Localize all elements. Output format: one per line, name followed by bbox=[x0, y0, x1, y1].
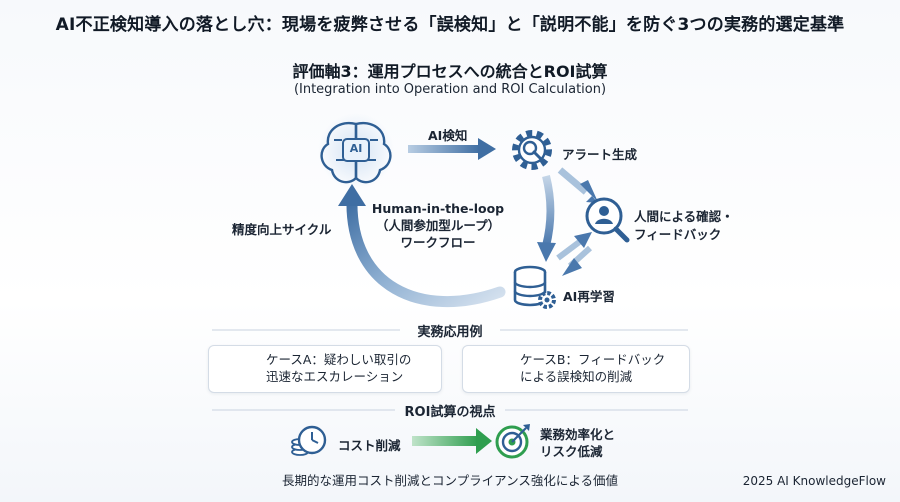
arrow-ai-to-alert bbox=[408, 138, 496, 160]
cost-reduction-label: コスト削減 bbox=[338, 438, 401, 453]
section-title-en: (Integration into Operation and ROI Calc… bbox=[293, 82, 607, 97]
database-gear-icon bbox=[513, 265, 556, 309]
case-a-line2: 迅速なエスカレーション bbox=[266, 369, 404, 384]
ai-node-label: AI bbox=[349, 142, 363, 155]
roi-note: 長期的な運用コスト削減とコンプライアンス強化による価値 bbox=[281, 473, 618, 488]
hitl-label: Human-in-the-loop （人間参加型ループ） ワークフロー bbox=[368, 200, 508, 251]
hitl-line2: （人間参加型ループ） bbox=[375, 218, 501, 233]
efficiency-label: 業務効率化と リスク低減 bbox=[540, 426, 615, 460]
case-b-text: ケースB：フィードバック による誤検知の削減 bbox=[520, 351, 665, 385]
case-a-line1: ケースA：疑わしい取引の bbox=[266, 352, 412, 367]
user-search-icon bbox=[585, 197, 630, 243]
section-title: 評価軸3：運用プロセスへの統合とROI試算 bbox=[292, 62, 608, 81]
case-b-card bbox=[462, 345, 690, 393]
arrow-human-to-retrain bbox=[562, 245, 593, 276]
ai-brain-icon bbox=[318, 113, 394, 189]
roi-heading: ROI試算の視点 bbox=[404, 405, 496, 420]
hitl-line1: Human-in-the-loop bbox=[371, 201, 505, 216]
arrow-cost-to-efficiency bbox=[412, 428, 492, 454]
case-a-text: ケースA：疑わしい取引の 迅速なエスカレーション bbox=[266, 351, 411, 385]
ai-detect-label: AI検知 bbox=[428, 128, 468, 143]
alert-label: アラート生成 bbox=[562, 147, 638, 162]
arrow-retrain-to-human bbox=[556, 232, 592, 261]
arrow-alert-to-retrain bbox=[537, 175, 556, 262]
case-a-card bbox=[208, 345, 442, 393]
credit: 2025 AI KnowledgeFlow bbox=[742, 474, 886, 488]
accuracy-cycle-label: 精度向上サイクル bbox=[232, 222, 332, 237]
gear-search-icon bbox=[512, 130, 552, 170]
case-b-line2: による誤検知の削減 bbox=[520, 369, 633, 384]
human-check-line2: フィードバック bbox=[634, 227, 722, 242]
human-check-line1: 人間による確認・ bbox=[634, 209, 734, 224]
efficiency-line1: 業務効率化と bbox=[540, 427, 616, 442]
retrain-label: AI再学習 bbox=[563, 289, 615, 304]
human-check-label: 人間による確認・ フィードバック bbox=[634, 208, 734, 244]
arrow-retrain-to-ai bbox=[338, 184, 506, 308]
hitl-line3: ワークフロー bbox=[400, 235, 476, 250]
arrow-alert-to-human bbox=[557, 167, 598, 203]
case-b-line1: ケースB：フィードバック bbox=[520, 352, 666, 367]
cost-clock-icon bbox=[291, 425, 327, 456]
main-title: AI不正検知導入の落とし穴：現場を疲弊させる「誤検知」と「説明不能」を防ぐ3つの… bbox=[55, 15, 845, 35]
efficiency-line2: リスク低減 bbox=[540, 444, 603, 459]
target-icon bbox=[495, 424, 530, 459]
examples-heading: 実務応用例 bbox=[417, 325, 483, 340]
